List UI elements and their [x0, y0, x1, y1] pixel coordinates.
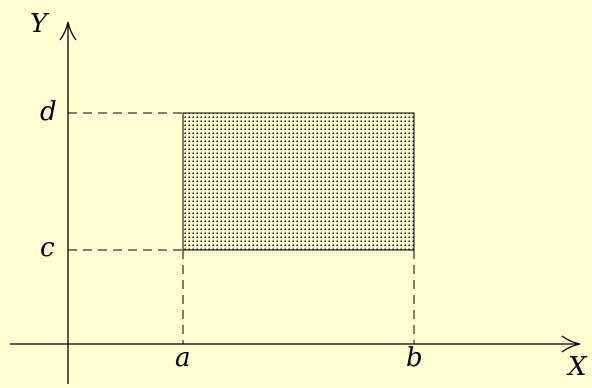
tick-label-d: d: [40, 97, 57, 127]
y-axis-arrowhead: [59, 21, 77, 41]
y-axis-label: Y: [30, 9, 50, 39]
tick-label-a: a: [175, 343, 191, 373]
tick-label-b: b: [406, 343, 423, 373]
shaded-region: [182, 112, 415, 251]
x-axis-arrowhead: [561, 335, 581, 353]
tick-label-c: c: [40, 233, 55, 263]
x-axis-label: X: [566, 352, 588, 382]
dashed-guides: [68, 112, 415, 344]
